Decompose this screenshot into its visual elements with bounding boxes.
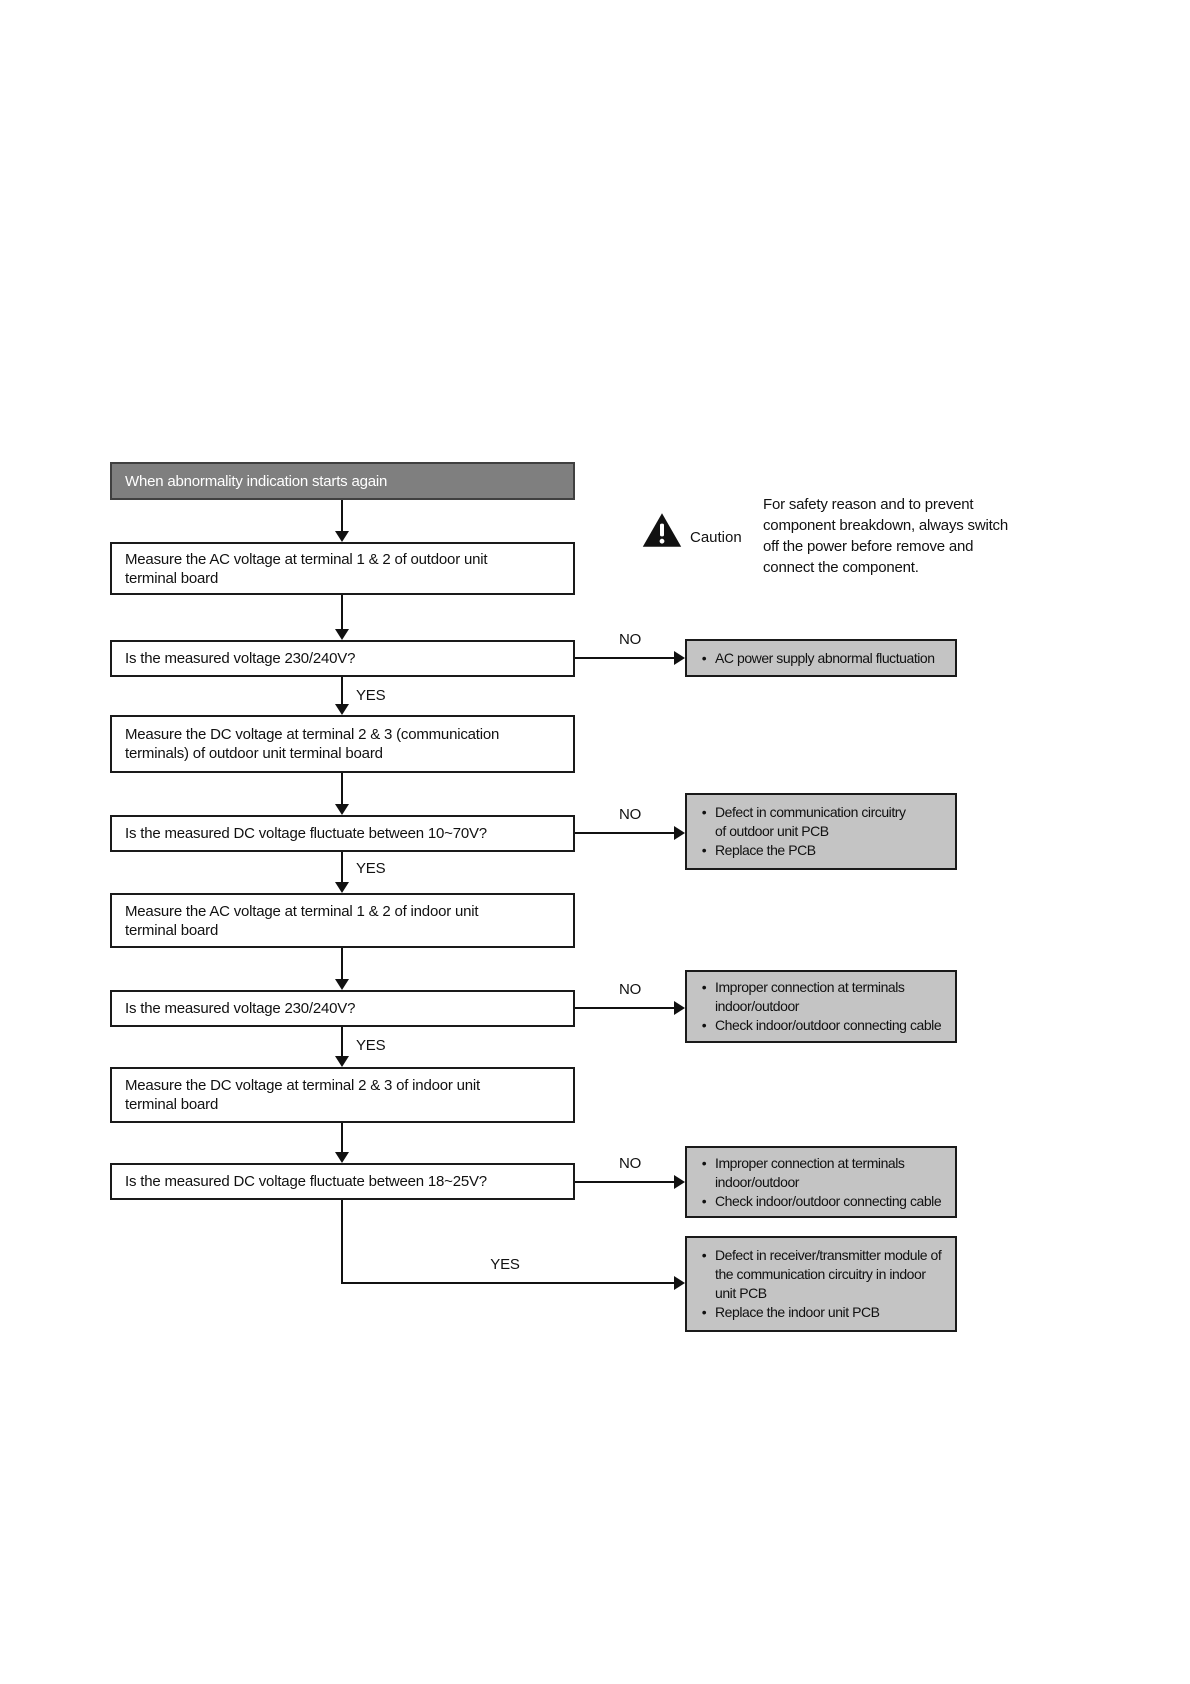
process-node-measure-ac-indoor: Measure the AC voltage at terminal 1 & 2… bbox=[110, 893, 575, 948]
process-node-measure-ac-outdoor: Measure the AC voltage at terminal 1 & 2… bbox=[110, 542, 575, 595]
decision-node-label: Is the measured DC voltage fluctuate bet… bbox=[125, 1173, 487, 1190]
yes-label-4: YES bbox=[490, 1256, 520, 1273]
process-node-measure-dc-indoor: Measure the DC voltage at terminal 2 & 3… bbox=[110, 1067, 575, 1123]
caution-label: Caution bbox=[690, 529, 742, 546]
arrowhead-right-icon bbox=[674, 651, 685, 665]
no-label-2: NO bbox=[618, 806, 642, 823]
no-label-4: NO bbox=[618, 1155, 642, 1172]
flow-arrow-down-2 bbox=[335, 595, 349, 640]
no-connector-4 bbox=[575, 1175, 685, 1189]
no-label-1: NO bbox=[618, 631, 642, 648]
process-node-label: Measure the AC voltage at terminal 1 & 2… bbox=[125, 902, 479, 939]
result-node-defect-indoor-pcb: • Defect in receiver/transmitter module … bbox=[685, 1236, 957, 1332]
arrowhead-right-icon bbox=[674, 1276, 685, 1290]
bullet-icon: • bbox=[701, 1304, 707, 1320]
bullet-icon: • bbox=[701, 1247, 707, 1263]
decision-node-label: Is the measured voltage 230/240V? bbox=[125, 650, 356, 667]
result-item: • Improper connection at terminals indoo… bbox=[693, 978, 951, 1016]
decision-node-voltage-230-240-outdoor: Is the measured voltage 230/240V? bbox=[110, 640, 575, 677]
result-node-ac-power-fluctuation: • AC power supply abnormal fluctuation bbox=[685, 639, 957, 677]
decision-node-voltage-230-240-indoor: Is the measured voltage 230/240V? bbox=[110, 990, 575, 1027]
no-label-3: NO bbox=[618, 981, 642, 998]
process-node-label: Measure the DC voltage at terminal 2 & 3… bbox=[125, 726, 500, 762]
result-item: • Defect in receiver/transmitter module … bbox=[693, 1246, 951, 1303]
start-node: When abnormality indication starts again bbox=[110, 462, 575, 500]
flow-arrow-down-1 bbox=[335, 500, 349, 542]
process-node-label: Measure the AC voltage at terminal 1 & 2… bbox=[125, 550, 488, 587]
no-connector-3 bbox=[575, 1001, 685, 1015]
result-node-improper-connection-1: • Improper connection at terminals indoo… bbox=[685, 970, 957, 1043]
yes-label-1: YES bbox=[356, 687, 386, 704]
arrowhead-down-icon bbox=[335, 531, 349, 542]
result-item: • Defect in communication circuitry of o… bbox=[693, 803, 951, 841]
bullet-icon: • bbox=[701, 979, 707, 995]
result-item: • Replace the PCB bbox=[693, 841, 951, 860]
arrowhead-down-icon bbox=[335, 704, 349, 715]
no-connector-2 bbox=[575, 826, 685, 840]
no-connector-1 bbox=[575, 651, 685, 665]
result-item: • AC power supply abnormal fluctuation bbox=[693, 649, 951, 668]
flow-arrow-down-5 bbox=[335, 852, 349, 893]
bullet-icon: • bbox=[701, 1017, 707, 1033]
flow-arrow-down-3 bbox=[335, 677, 349, 715]
start-node-label: When abnormality indication starts again bbox=[125, 472, 388, 490]
result-item-text: Check indoor/outdoor connecting cable bbox=[715, 1192, 942, 1209]
result-item-text: Replace the indoor unit PCB bbox=[715, 1304, 880, 1320]
result-node-defect-outdoor-pcb: • Defect in communication circuitry of o… bbox=[685, 793, 957, 870]
result-item-text: Improper connection at terminals indoor/… bbox=[715, 1154, 905, 1190]
result-item-text: Improper connection at terminals indoor/… bbox=[715, 979, 905, 1014]
caution-note-text: For safety reason and to prevent compone… bbox=[763, 496, 1008, 576]
yes-connector-horizontal bbox=[341, 1276, 685, 1290]
result-item-text: Defect in communication circuitry of out… bbox=[715, 804, 906, 839]
bullet-icon: • bbox=[701, 804, 707, 820]
arrowhead-right-icon bbox=[674, 1175, 685, 1189]
arrowhead-down-icon bbox=[335, 882, 349, 893]
result-item-text: Check indoor/outdoor connecting cable bbox=[715, 1017, 942, 1033]
result-item: • Improper connection at terminals indoo… bbox=[693, 1154, 951, 1192]
arrowhead-down-icon bbox=[335, 804, 349, 815]
result-item: • Check indoor/outdoor connecting cable bbox=[693, 1192, 951, 1211]
arrowhead-down-icon bbox=[335, 1152, 349, 1163]
arrowhead-down-icon bbox=[335, 979, 349, 990]
process-node-measure-dc-outdoor: Measure the DC voltage at terminal 2 & 3… bbox=[110, 715, 575, 773]
arrowhead-down-icon bbox=[335, 629, 349, 640]
bullet-icon: • bbox=[701, 1154, 707, 1171]
yes-label-2: YES bbox=[356, 860, 386, 877]
result-item: • Replace the indoor unit PCB bbox=[693, 1303, 951, 1322]
yes-connector-vertical bbox=[341, 1200, 343, 1284]
result-node-improper-connection-2: • Improper connection at terminals indoo… bbox=[685, 1146, 957, 1218]
caution-icon bbox=[642, 513, 682, 547]
yes-label-3: YES bbox=[356, 1037, 386, 1054]
arrowhead-right-icon bbox=[674, 1001, 685, 1015]
process-node-label: Measure the DC voltage at terminal 2 & 3… bbox=[125, 1077, 481, 1113]
decision-node-dc-18-25v: Is the measured DC voltage fluctuate bet… bbox=[110, 1163, 575, 1200]
arrowhead-right-icon bbox=[674, 826, 685, 840]
flow-arrow-down-7 bbox=[335, 1027, 349, 1067]
flow-arrow-down-8 bbox=[335, 1123, 349, 1163]
decision-node-dc-10-70v: Is the measured DC voltage fluctuate bet… bbox=[110, 815, 575, 852]
result-item-text: AC power supply abnormal fluctuation bbox=[715, 649, 935, 666]
flow-arrow-down-4 bbox=[335, 773, 349, 815]
result-item: • Check indoor/outdoor connecting cable bbox=[693, 1016, 951, 1035]
bullet-icon: • bbox=[701, 842, 707, 858]
flow-arrow-down-6 bbox=[335, 948, 349, 990]
decision-node-label: Is the measured DC voltage fluctuate bet… bbox=[125, 825, 487, 842]
bullet-icon: • bbox=[701, 649, 707, 666]
result-item-text: Defect in receiver/transmitter module of… bbox=[715, 1247, 942, 1301]
decision-node-label: Is the measured voltage 230/240V? bbox=[125, 1000, 356, 1017]
bullet-icon: • bbox=[701, 1192, 707, 1209]
result-item-text: Replace the PCB bbox=[715, 842, 816, 858]
arrowhead-down-icon bbox=[335, 1056, 349, 1067]
